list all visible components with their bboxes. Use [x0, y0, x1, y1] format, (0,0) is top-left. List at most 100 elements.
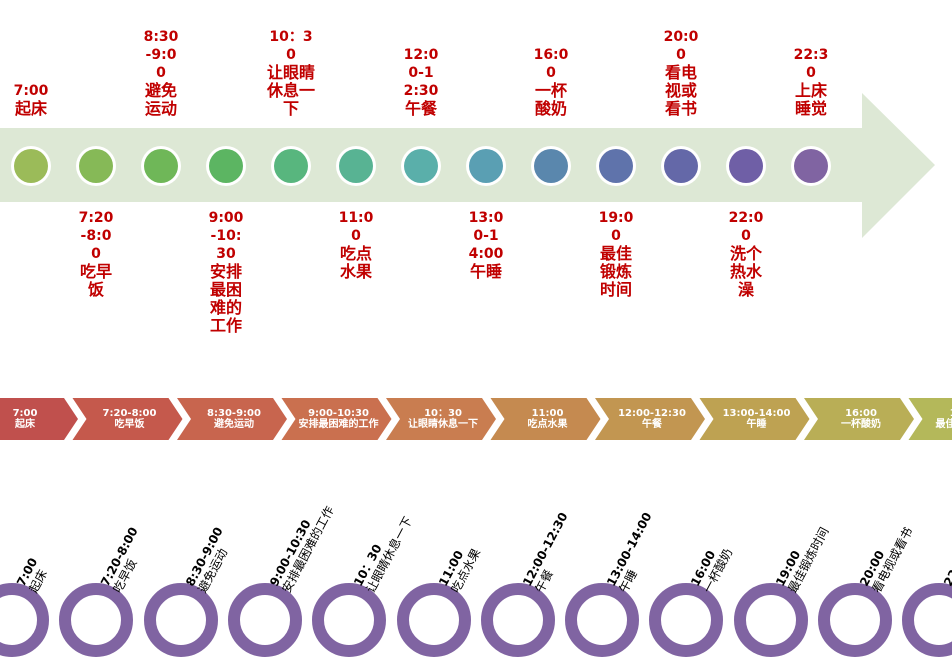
timeline-2-desc: 避免运动	[214, 419, 254, 430]
timeline-2-desc: 让眼睛休息一下	[408, 419, 478, 430]
timeline-2-desc: 吃早饭	[114, 419, 145, 430]
timeline-1-dot	[404, 149, 438, 183]
timeline-1-desc: 吃点水果	[339, 244, 372, 281]
timeline-1-time: 22:30	[793, 47, 829, 81]
timeline-1-desc: 洗个热水澡	[729, 244, 762, 299]
timeline-1-dot	[79, 149, 113, 183]
timeline-1-time: 20:00	[663, 29, 699, 63]
timeline-1-desc: 让眼睛休息一下	[266, 63, 315, 118]
timeline-1-desc: 看电视或看书	[664, 63, 697, 118]
timeline-2-chevron	[490, 398, 601, 440]
timeline-1-dot	[599, 149, 633, 183]
timeline-1-time: 11:00	[338, 210, 374, 244]
timeline-1-desc: 吃早饭	[79, 262, 112, 299]
timeline-1-desc: 一杯酸奶	[534, 81, 567, 118]
timeline-2-chevron	[595, 398, 705, 440]
timeline-1-desc: 上床睡觉	[794, 81, 827, 118]
timeline-1-time: 7:20-8:00	[78, 210, 114, 262]
timeline-1-dot	[14, 149, 48, 183]
timeline-1-desc: 午睡	[469, 262, 502, 281]
timeline-2-desc: 安排最困难的工作	[298, 419, 379, 430]
timeline-3-ring	[902, 583, 952, 657]
timeline-1-dot	[664, 149, 698, 183]
timeline-2-time: 7:00	[12, 408, 38, 419]
timeline-1-arrow	[0, 93, 935, 238]
timeline-1-time: 8:30-9:00	[143, 29, 179, 81]
timeline-2-chevron	[72, 398, 183, 440]
timeline-1-time: 10：30	[269, 29, 313, 63]
timeline-1-desc: 午餐	[404, 99, 437, 118]
timeline-2-chevron	[804, 398, 914, 440]
timeline-2-desc: 起床	[15, 419, 35, 430]
timeline-1-dot	[274, 149, 308, 183]
timeline-1-dot	[729, 149, 763, 183]
timeline-1-dot	[339, 149, 373, 183]
timeline-2-chevron	[0, 398, 78, 440]
timeline-1-dot	[144, 149, 178, 183]
timeline-1-dot	[794, 149, 828, 183]
timeline-1-dot	[534, 149, 568, 183]
timeline-2-chevron	[908, 398, 952, 440]
timeline-2-chevron	[281, 398, 392, 440]
timeline-2-desc: 吃点水果	[527, 419, 568, 430]
timeline-1-time: 9:00-10:30	[208, 210, 244, 262]
timeline-1-time: 16:00	[533, 47, 569, 81]
timeline-2-chevron	[699, 398, 810, 440]
timeline-2-time: 7:20-8:00	[102, 408, 157, 419]
timeline-2-desc: 最佳锻炼时间	[935, 419, 952, 430]
timeline-2-time: 8:30-9:00	[207, 408, 261, 419]
timeline-1-time: 7:00	[13, 83, 49, 99]
timeline-2-chevrons	[0, 398, 952, 440]
timeline-2-time: 19:00	[923, 408, 952, 419]
timeline-2-time: 13:00-14:00	[722, 408, 791, 419]
timeline-2-desc: 午餐	[642, 419, 662, 430]
timeline-1-time: 22:00	[728, 210, 764, 244]
timeline-2-time: 9:00-10:30	[308, 408, 369, 419]
timeline-2-time: 11:00	[531, 408, 564, 419]
timeline-2-time: 12:00-12:30	[618, 408, 686, 419]
timeline-1-dot	[209, 149, 243, 183]
timeline-1-desc: 安排最困难的工作	[209, 262, 242, 335]
timeline-1-dot	[469, 149, 503, 183]
timeline-1-desc: 最佳锻炼时间	[599, 244, 632, 299]
timeline-2-desc: 一杯酸奶	[841, 419, 881, 430]
timeline-2-desc: 午睡	[746, 419, 767, 430]
timeline-3-ring	[0, 583, 49, 657]
timeline-1-time: 12:00-12:30	[403, 47, 439, 99]
timeline-2-chevron	[386, 398, 496, 440]
timeline-3-time: 22:30	[941, 548, 952, 589]
timeline-1-desc: 起床	[14, 99, 47, 118]
timeline-2-time: 10：30	[424, 408, 462, 419]
timeline-2-chevron	[177, 398, 287, 440]
timeline-1-time: 19:00	[598, 210, 634, 244]
